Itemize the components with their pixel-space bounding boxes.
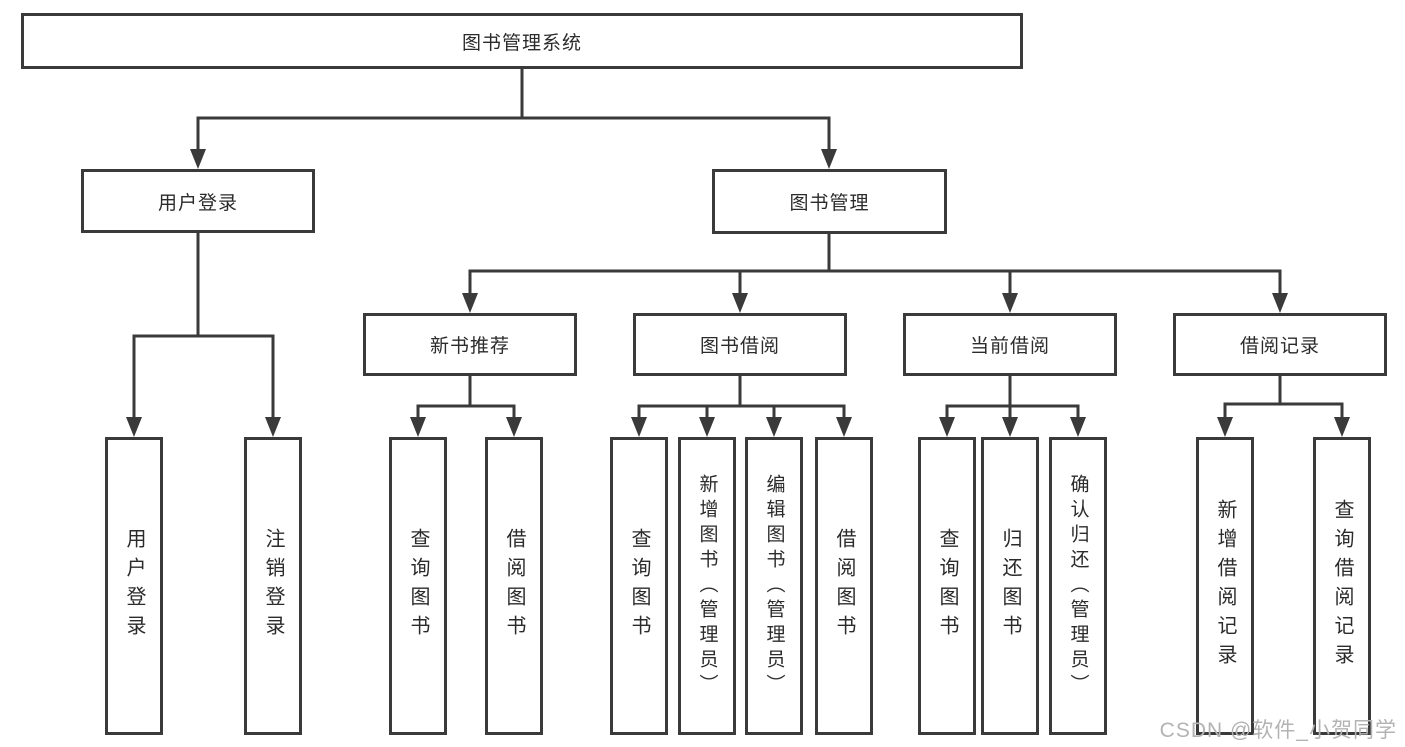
leaf-query-books-current: 查询图书 [918,437,976,735]
leaf-label: 确认归还（管理员） [1067,473,1089,699]
leaf-label: 新增借阅记录 [1214,499,1236,673]
node-book-borrowing: 图书借阅 [633,313,847,376]
node-new-book-recommendation: 新书推荐 [363,313,577,376]
leaf-label: 借阅图书 [503,528,525,644]
leaf-label: 查询图书 [407,528,429,644]
node-label: 图书借阅 [699,336,780,357]
leaf-label: 注销登录 [262,528,284,644]
node-book-management: 图书管理 [712,169,947,234]
leaf-confirm-return-admin: 确认归还（管理员） [1049,437,1107,735]
leaf-query-borrow-record: 查询借阅记录 [1313,437,1371,735]
leaf-add-book-admin: 新增图书（管理员） [678,437,736,735]
leaf-query-books-recommend: 查询图书 [389,437,447,735]
leaf-label: 归还图书 [999,528,1021,644]
leaf-edit-book-admin: 编辑图书（管理员） [745,437,803,735]
leaf-logout: 注销登录 [244,437,302,735]
leaf-label: 查询图书 [628,528,650,644]
leaf-label: 查询图书 [936,528,958,644]
node-library-management-system: 图书管理系统 [21,13,1023,69]
csdn-watermark: CSDN @软件_小贺同学 [1159,719,1397,742]
leaf-user-login: 用户登录 [105,437,163,735]
node-label: 图书管理系统 [461,32,582,54]
node-label: 借阅记录 [1239,336,1320,357]
leaf-borrow-books: 借阅图书 [815,437,873,735]
node-label: 用户登录 [157,192,238,214]
node-label: 当前借阅 [969,336,1050,357]
leaf-label: 借阅图书 [833,528,855,644]
node-current-borrowing: 当前借阅 [903,313,1117,376]
node-user-login: 用户登录 [81,169,315,233]
leaf-label: 编辑图书（管理员） [763,473,785,699]
node-borrowing-records: 借阅记录 [1173,313,1387,376]
leaf-return-books: 归还图书 [981,437,1039,735]
leaf-add-borrow-record: 新增借阅记录 [1196,437,1254,735]
leaf-query-books-borrow: 查询图书 [610,437,668,735]
leaf-label: 新增图书（管理员） [696,473,718,699]
leaf-borrow-books-recommend: 借阅图书 [485,437,543,735]
leaf-label: 查询借阅记录 [1331,499,1353,673]
node-label: 新书推荐 [429,336,510,357]
leaf-label: 用户登录 [123,528,145,644]
node-label: 图书管理 [789,193,870,214]
